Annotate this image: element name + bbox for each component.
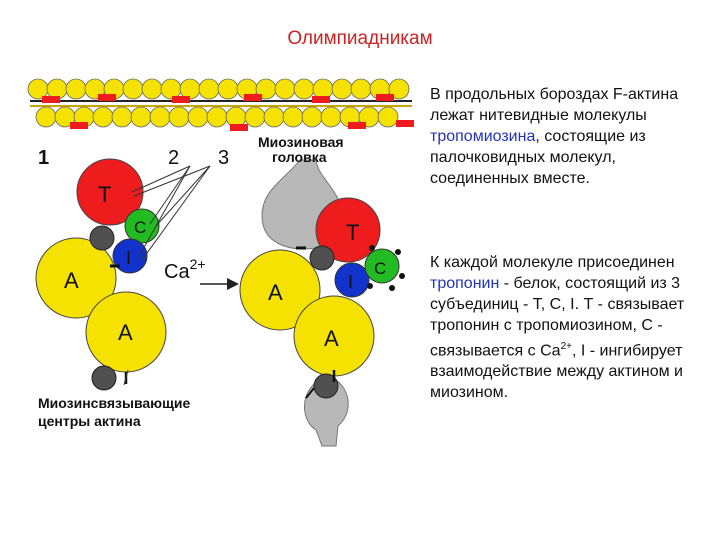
troponin-marker — [376, 94, 394, 101]
troponin-marker — [244, 94, 262, 101]
actin-bead — [274, 78, 296, 100]
actin-bead — [111, 106, 133, 128]
page-title: Олимпиадникам — [287, 28, 433, 49]
binding-centers-label-2: центры актина — [38, 413, 141, 429]
left-troponin-complex — [35, 158, 167, 391]
myosin-head-label-1: Миозиновая — [258, 134, 344, 150]
calcium-ions — [367, 245, 405, 291]
actin-bead — [293, 78, 315, 100]
actin-a-left — [35, 237, 117, 319]
actin-bead — [198, 78, 220, 100]
troponin-marker — [172, 96, 190, 103]
label-a-right: A — [268, 280, 283, 305]
troponin-marker — [230, 124, 248, 131]
pointer-lines — [123, 165, 211, 386]
troponin-marker — [312, 96, 330, 103]
actin-bead — [301, 106, 323, 128]
label-t-left: T — [98, 182, 111, 207]
label-c-right: C — [374, 259, 386, 278]
myosin-head-label-2: головка — [272, 149, 327, 165]
right-troponin-complex — [239, 159, 405, 447]
troponin-term: тропонин — [430, 275, 500, 292]
actin-bead — [263, 106, 285, 128]
troponin-i-left — [112, 238, 148, 274]
binding-site-left-1 — [89, 225, 115, 251]
troponin-marker — [70, 122, 88, 129]
actin-bead — [350, 78, 372, 100]
label-a-lower-right: A — [324, 326, 339, 351]
actin-bead — [92, 106, 114, 128]
label-2: 2 — [168, 147, 179, 169]
binding-site-left-2 — [91, 365, 117, 391]
actin-bead — [217, 78, 239, 100]
label-1: 1 — [38, 147, 49, 169]
troponin-i-right — [334, 262, 370, 298]
actin-bead — [282, 106, 304, 128]
binding-site-right-2 — [313, 373, 339, 399]
calcium-label: Ca2+ — [164, 256, 206, 283]
troponin-t-right — [315, 197, 381, 263]
actin-a-right — [239, 249, 321, 331]
troponin-marker — [42, 96, 60, 103]
actin-bead — [149, 106, 171, 128]
binding-centers-label-1: Миозинсвязывающие — [38, 395, 191, 411]
actin-bead — [187, 106, 209, 128]
actin-bead — [122, 78, 144, 100]
troponin-description: К каждой молекуле присоединен тропонин -… — [430, 254, 685, 402]
actin-bead — [168, 106, 190, 128]
label-t-right: T — [346, 220, 359, 245]
actin-bead — [377, 106, 399, 128]
troponin-marker — [348, 122, 366, 129]
actin-filament — [27, 78, 414, 131]
label-a-left: A — [64, 268, 79, 293]
troponin-marker — [98, 94, 116, 101]
label-c-left: C — [134, 218, 146, 237]
label-i-left: I — [126, 248, 131, 268]
label-a-lower-left: A — [118, 320, 133, 345]
troponin-marker — [396, 120, 414, 127]
tropomyosin-description: В продольных бороздах F-актина лежат нит… — [430, 86, 679, 187]
actin-bead — [320, 106, 342, 128]
actin-bead — [331, 78, 353, 100]
actin-bead — [35, 106, 57, 128]
actin-bead — [141, 78, 163, 100]
tropomyosin-term: тропомиозина — [430, 128, 536, 145]
binding-site-right-1 — [309, 245, 335, 271]
label-i-right: I — [348, 272, 353, 292]
label-3: 3 — [218, 147, 229, 169]
troponin-c-left — [124, 208, 160, 244]
actin-bead — [65, 78, 87, 100]
troponin-c-right — [364, 248, 400, 284]
actin-bead — [130, 106, 152, 128]
actin-bead — [206, 106, 228, 128]
